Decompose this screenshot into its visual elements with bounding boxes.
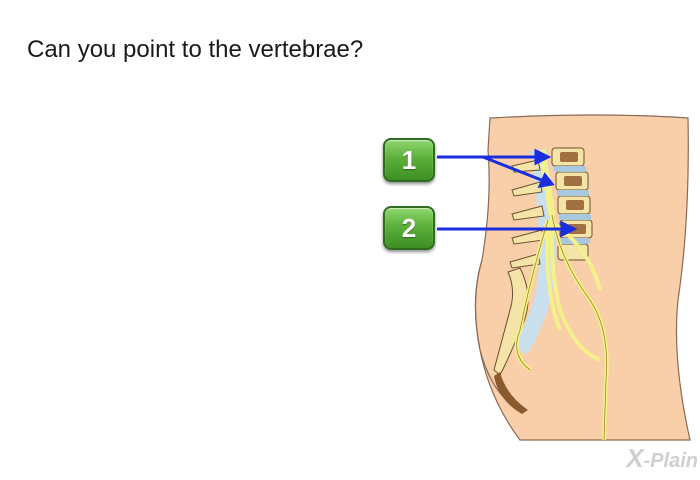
answer-button-label: 1 (401, 144, 417, 175)
answer-button-2[interactable]: 2 (383, 206, 435, 250)
answer-button-label: 2 (401, 212, 417, 243)
question-text: Can you point to the vertebrae? (27, 36, 364, 63)
sacrum (493, 267, 529, 376)
xplain-logo: X-Plain (626, 443, 698, 473)
pointer-arrows (437, 148, 578, 238)
spine-illustration (437, 114, 691, 441)
answer-button-1[interactable]: 1 (383, 138, 435, 182)
spinous-processes (509, 159, 545, 269)
nerve-outlines (516, 214, 608, 441)
coccyx (494, 372, 528, 414)
vertebra-cores (560, 152, 586, 234)
